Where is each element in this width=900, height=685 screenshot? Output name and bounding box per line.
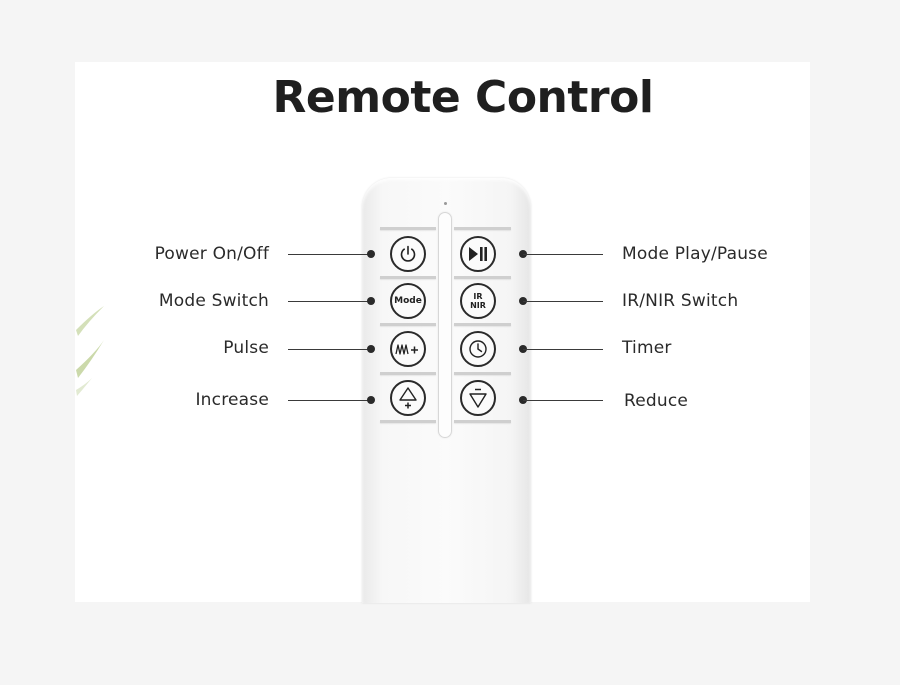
leader-line — [523, 254, 603, 255]
row-separator — [380, 276, 436, 279]
leader-line — [523, 301, 603, 302]
reduce-icon — [469, 388, 487, 408]
play-pause-button[interactable] — [460, 236, 496, 272]
leader-line — [288, 400, 370, 401]
page-title: Remote Control — [272, 72, 654, 123]
label-pulse: Pulse — [223, 338, 269, 358]
row-separator — [454, 372, 511, 375]
power-button[interactable] — [390, 236, 426, 272]
label-power: Power On/Off — [154, 244, 269, 264]
row-separator — [380, 323, 436, 326]
leader-line — [288, 254, 370, 255]
row-separator — [454, 323, 511, 326]
mode-button[interactable]: Mode — [390, 283, 426, 319]
leader-dot — [367, 396, 375, 404]
leader-line — [523, 400, 603, 401]
pulse-icon — [395, 344, 418, 355]
leader-line — [523, 349, 603, 350]
label-play-pause: Mode Play/Pause — [622, 244, 768, 264]
center-divider — [438, 212, 452, 438]
increase-button[interactable] — [390, 380, 426, 416]
label-ir-nir: IR/NIR Switch — [622, 291, 739, 311]
play-pause-icon — [469, 247, 487, 261]
ir-nir-icon: IR NIR — [470, 291, 486, 310]
leader-dot — [367, 250, 375, 258]
power-icon — [400, 245, 416, 262]
leader-line — [288, 349, 370, 350]
row-separator — [454, 276, 511, 279]
ir-nir-button[interactable]: IR NIR — [460, 283, 496, 319]
leader-dot — [367, 345, 375, 353]
label-reduce: Reduce — [624, 391, 689, 411]
timer-button[interactable] — [460, 331, 496, 367]
row-separator — [380, 420, 436, 423]
label-timer: Timer — [622, 338, 672, 358]
row-separator — [380, 372, 436, 375]
row-separator — [380, 227, 436, 230]
clock-icon — [469, 340, 487, 358]
row-separator — [454, 227, 511, 230]
leader-line — [288, 301, 370, 302]
reduce-button[interactable] — [460, 380, 496, 416]
mode-icon: Mode — [394, 295, 422, 306]
indicator-led — [444, 202, 447, 205]
ir-text: IR — [473, 291, 483, 301]
increase-icon — [399, 387, 417, 409]
label-mode-switch: Mode Switch — [158, 291, 269, 311]
pulse-button[interactable] — [390, 331, 426, 367]
leaf-decoration — [76, 306, 104, 396]
row-separator — [454, 420, 511, 423]
nir-text: NIR — [470, 300, 486, 310]
label-increase: Increase — [195, 390, 269, 410]
leader-dot — [367, 297, 375, 305]
